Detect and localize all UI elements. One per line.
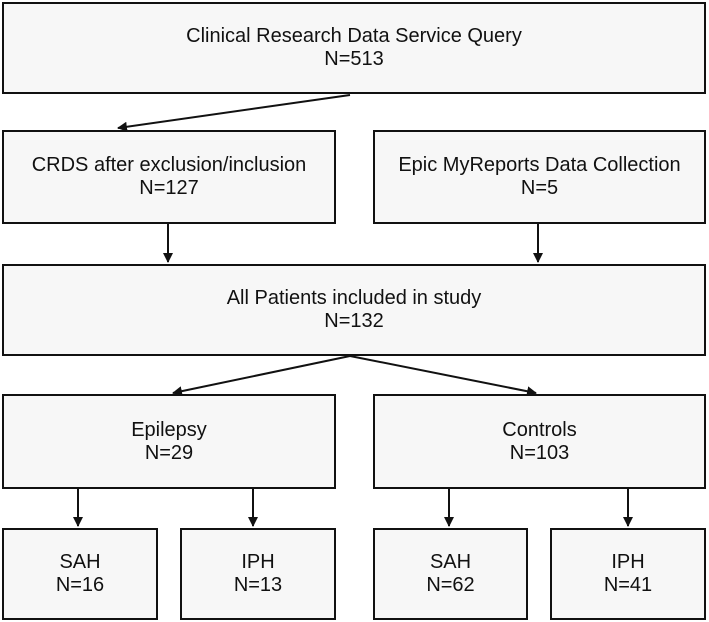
node-query-count: N=513 — [324, 48, 384, 70]
node-all-title: All Patients included in study — [226, 287, 482, 309]
node-controls-sah-count: N=62 — [426, 574, 475, 596]
node-query-title: Clinical Research Data Service Query — [186, 25, 522, 47]
node-controls: Controls N=103 — [373, 394, 706, 489]
node-epilepsy-sah-title: SAH — [59, 551, 101, 573]
node-controls-iph: IPH N=41 — [550, 528, 706, 620]
node-epilepsy-iph-title: IPH — [241, 551, 275, 573]
node-controls-count: N=103 — [509, 441, 570, 464]
node-crds-title: CRDS after exclusion/inclusion — [31, 154, 307, 176]
node-epilepsy-iph-count: N=13 — [233, 574, 283, 596]
node-controls-sah-title: SAH — [429, 551, 472, 573]
node-epilepsy-count: N=29 — [144, 441, 194, 464]
node-controls-sah: SAH N=62 — [373, 528, 528, 620]
arrow-all-to-epilepsy — [172, 355, 351, 397]
node-controls-iph-title: IPH — [611, 551, 645, 573]
node-epic: Epic MyReports Data Collection N=5 — [373, 130, 706, 224]
arrow-all-to-controls — [349, 355, 537, 397]
node-query: Clinical Research Data Service Query N=5… — [2, 2, 706, 94]
node-epilepsy-iph: IPH N=13 — [180, 528, 336, 620]
node-epilepsy-sah: SAH N=16 — [2, 528, 158, 620]
node-all-patients: All Patients included in study N=132 — [2, 264, 706, 356]
node-epic-title: Epic MyReports Data Collection — [398, 154, 681, 176]
node-all-count: N=132 — [324, 310, 384, 332]
node-epic-count: N=5 — [520, 177, 559, 199]
node-crds-count: N=127 — [139, 177, 199, 199]
arrow-query-to-crds — [117, 94, 351, 132]
node-crds: CRDS after exclusion/inclusion N=127 — [2, 130, 336, 224]
node-epilepsy-sah-count: N=16 — [55, 574, 105, 596]
node-controls-title: Controls — [502, 418, 577, 441]
node-epilepsy: Epilepsy N=29 — [2, 394, 336, 489]
node-controls-iph-count: N=41 — [603, 574, 653, 596]
node-epilepsy-title: Epilepsy — [131, 418, 207, 441]
